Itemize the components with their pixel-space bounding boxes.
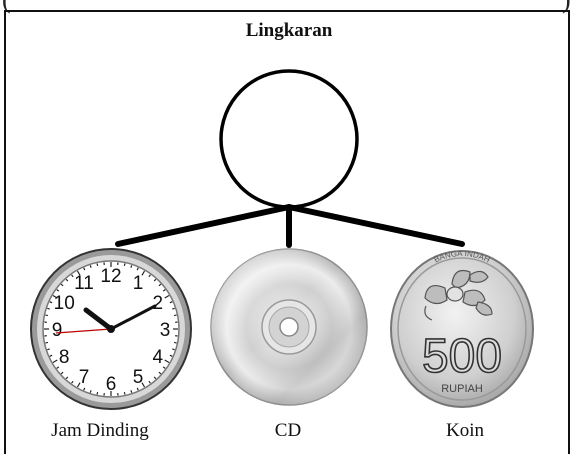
clock-tick: [136, 267, 139, 271]
clock-numeral-4: 4: [153, 347, 164, 368]
coin-currency: RUPIAH: [441, 383, 483, 395]
label-jam-dinding: Jam Dinding: [51, 420, 149, 441]
right-parenthesis: ): [562, 0, 571, 13]
clock-tick: [148, 380, 151, 384]
clock-numeral-8: 8: [59, 347, 70, 368]
clock-tick: [130, 265, 133, 268]
label-koin: Koin: [446, 420, 484, 441]
clock-numeral-2: 2: [153, 293, 164, 314]
clock-tick: [123, 263, 126, 267]
clock-numeral-9: 9: [52, 320, 63, 341]
circle-shape: [219, 69, 359, 209]
clock-tick: [47, 307, 50, 310]
clock-tick: [153, 278, 157, 282]
clock-tick: [173, 314, 177, 317]
clock-tick: [164, 294, 170, 299]
coin-icon: 500 RUPIAH BANGA INDAH: [390, 249, 534, 408]
clock-tick: [56, 366, 60, 369]
clock-tick: [96, 391, 99, 395]
label-cd: CD: [274, 420, 302, 441]
clock-tick: [49, 354, 53, 357]
connector-right: [286, 204, 465, 247]
clock-tick: [158, 283, 162, 287]
clock-tick: [136, 387, 139, 391]
clock-tick: [52, 294, 58, 299]
clock-tick: [89, 265, 92, 268]
clock-tick: [60, 371, 64, 375]
clock-tick: [47, 348, 50, 351]
clock-tick: [164, 359, 170, 364]
top-cropped-text: ( ): [0, 0, 578, 14]
clock-tick: [65, 278, 69, 282]
second-hand: [55, 328, 112, 334]
clock-numeral-7: 7: [79, 367, 90, 388]
clock-tick: [76, 382, 81, 388]
clock-tick: [141, 270, 146, 276]
diagram-frame: [4, 10, 570, 454]
clock-tick: [52, 359, 58, 364]
clock-tick: [141, 382, 146, 388]
clock-tick: [65, 376, 69, 380]
clock-tick: [56, 289, 60, 292]
clock-tick: [89, 390, 92, 393]
clock-tick: [130, 390, 133, 393]
minute-hand: [109, 304, 157, 331]
left-parenthesis: (: [2, 0, 11, 13]
clock-tick: [169, 354, 173, 357]
clock-numeral-6: 6: [106, 374, 117, 395]
connector-left: [115, 204, 292, 247]
clock-tick: [153, 376, 157, 380]
jasmine-flower-emblem: [424, 269, 493, 321]
clock-numeral-12: 12: [100, 266, 121, 287]
clock-tick: [83, 387, 86, 391]
clock-tick: [162, 289, 166, 292]
clock-tick: [172, 307, 175, 310]
clock-tick: [60, 283, 64, 287]
hour-hand: [83, 307, 114, 332]
clock-tick: [172, 348, 175, 351]
clock-tick: [45, 314, 49, 317]
clock-numeral-3: 3: [160, 320, 171, 341]
clock-tick: [71, 274, 74, 278]
compact-disc-icon: [210, 248, 368, 406]
coin-value: 500: [422, 330, 502, 383]
connector-lines: [115, 204, 465, 248]
clock-numeral-1: 1: [133, 273, 144, 294]
clock-tick: [45, 341, 49, 344]
clock-tick: [162, 366, 166, 369]
clock-numeral-5: 5: [133, 367, 144, 388]
clock-numeral-11: 11: [74, 273, 94, 294]
clock-tick: [96, 263, 99, 267]
clock-tick: [169, 301, 173, 304]
clock-tick: [49, 301, 53, 304]
diagram-title: Lingkaran: [245, 20, 333, 41]
clock-tick: [71, 380, 74, 384]
clock-tick: [148, 274, 151, 278]
clock-tick: [158, 371, 162, 375]
clock-tick: [76, 270, 81, 276]
clock-tick: [123, 391, 126, 395]
clock-tick: [173, 341, 177, 344]
clock-numeral-10: 10: [54, 293, 75, 314]
clock-tick: [83, 267, 86, 271]
